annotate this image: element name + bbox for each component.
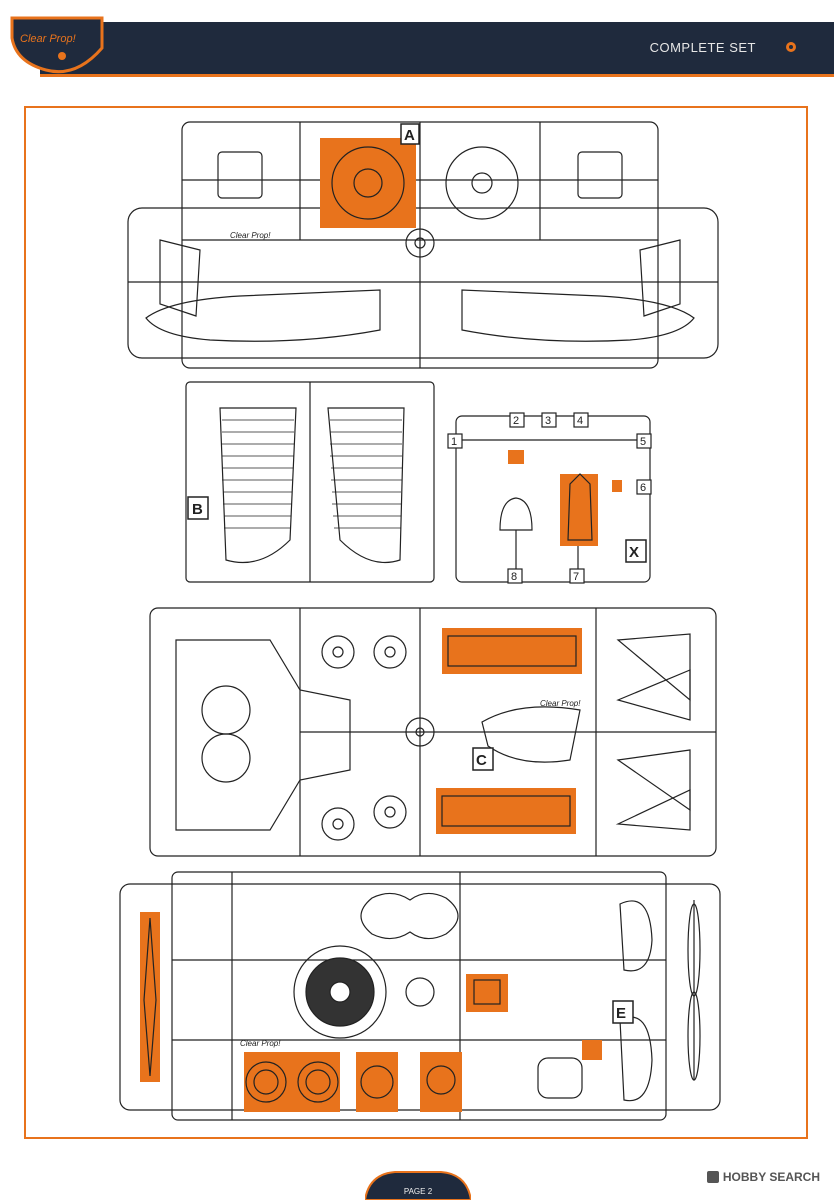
sprue-a-label-box	[400, 123, 420, 145]
sprue-a-letter: A	[404, 127, 415, 144]
sprue-c-letter: C	[476, 752, 487, 769]
part-number-1: 1	[451, 436, 457, 448]
content-frame	[24, 106, 808, 1139]
sprue-c-label-box	[472, 747, 494, 771]
sprue-e-label-box	[612, 1000, 634, 1024]
section-title: COMPLETE SET	[649, 40, 756, 55]
sprue-b: B	[185, 381, 435, 583]
sprue-e: E Clear Prop!	[119, 871, 721, 1121]
sprue-c-branding: Clear Prop!	[540, 699, 581, 708]
part-number-4: 4	[577, 415, 583, 427]
hobby-search-logo-icon	[706, 1171, 719, 1183]
part-number-5: 5	[640, 436, 646, 448]
part-number-7: 7	[573, 571, 579, 583]
sprue-c: C Clear Prop!	[149, 607, 717, 857]
part-number-2: 2	[513, 415, 519, 427]
part-number-8: 8	[511, 571, 517, 583]
sprue-x-letter: X	[629, 544, 639, 561]
brand-logo-icon: Clear Prop!	[10, 16, 104, 74]
header-bar	[40, 22, 834, 74]
sprue-b-label-box	[187, 496, 209, 520]
sprue-b-letter: B	[192, 501, 203, 518]
header-accent-stripe	[40, 74, 834, 77]
sprue-a: A Clear Prop!	[127, 121, 719, 369]
watermark: HOBBY SEARCH	[706, 1170, 820, 1184]
sprue-x-label-box	[625, 539, 647, 563]
sprue-e-letter: E	[616, 1005, 626, 1022]
sprue-e-branding: Clear Prop!	[240, 1039, 281, 1048]
part-number-6: 6	[640, 482, 646, 494]
part-highlight	[320, 138, 416, 228]
page-header: Clear Prop! COMPLETE SET	[0, 0, 834, 80]
page-number: PAGE 2	[403, 1187, 433, 1196]
watermark-text: HOBBY SEARCH	[722, 1170, 820, 1184]
part-number-3: 3	[545, 415, 551, 427]
logo-text: Clear Prop!	[20, 33, 76, 45]
footer-page-tab	[365, 1171, 471, 1200]
sprue-a-branding: Clear Prop!	[230, 231, 271, 240]
gear-icon	[786, 42, 796, 52]
sprue-x: 1 2 3 4 5 6 7 8 X	[447, 412, 652, 584]
